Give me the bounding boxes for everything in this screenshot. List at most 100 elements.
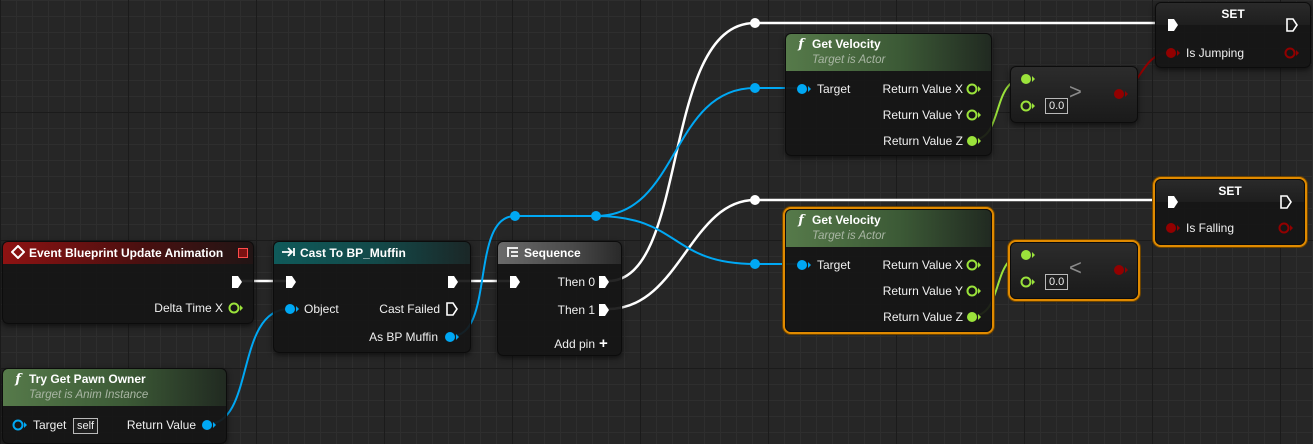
bool-in-pin[interactable] [1165, 47, 1181, 59]
try-get-pawn-owner-node[interactable]: f Try Get Pawn Owner Target is Anim Inst… [2, 368, 227, 444]
reroute-knot-object-2[interactable] [591, 211, 601, 221]
exec-in-pin[interactable] [1167, 18, 1179, 32]
set-is-falling-node[interactable]: SET Is Falling [1155, 179, 1305, 245]
return-y-label: Return Value Y [882, 284, 963, 298]
node-header: f Get Velocity Target is Actor [786, 210, 991, 247]
event-update-animation-node[interactable]: Event Blueprint Update Animation Delta T… [2, 241, 254, 324]
get-velocity-node-bottom[interactable]: f Get Velocity Target is Actor Target Re… [785, 209, 992, 332]
object-label: Object [304, 302, 339, 316]
bool-out-pin[interactable] [1113, 264, 1129, 276]
node-title: SET [1218, 184, 1242, 198]
return-x-label: Return Value X [882, 258, 964, 272]
return-value-label: Return Value [126, 418, 196, 432]
reroute-knot-exec-bottom[interactable] [750, 195, 760, 205]
compare-value-field[interactable]: 0.0 [1045, 274, 1069, 290]
then-0-exec-pin[interactable] [598, 275, 610, 289]
is-jumping-label: Is Jumping [1186, 46, 1245, 60]
float-in-pin-a[interactable] [1020, 73, 1036, 85]
function-f-icon: f [798, 213, 804, 228]
return-x-label: Return Value X [882, 82, 964, 96]
float-out-pin[interactable] [228, 302, 244, 314]
node-title: Event Blueprint Update Animation [29, 246, 224, 260]
then-1-label: Then 1 [557, 303, 595, 317]
then-1-exec-pin[interactable] [598, 303, 610, 317]
exec-in-pin[interactable] [509, 275, 521, 289]
reroute-knot-object-bottom[interactable] [750, 259, 760, 269]
node-subtitle: Target is Actor [812, 230, 886, 242]
node-title: Cast To BP_Muffin [300, 246, 406, 260]
float-in-pin-a[interactable] [1020, 249, 1036, 261]
float-in-pin-b[interactable] [1020, 100, 1036, 112]
target-in-pin[interactable] [12, 419, 28, 431]
node-header: SET [1156, 180, 1304, 202]
node-title: SET [1221, 7, 1245, 21]
node-header: Sequence [498, 242, 621, 264]
return-z-label: Return Value Z [883, 134, 963, 148]
event-diamond-icon [10, 244, 26, 261]
cast-to-bp-muffin-node[interactable]: Cast To BP_Muffin Object Cast Failed As … [273, 241, 471, 353]
delegate-pin-icon[interactable] [238, 248, 248, 258]
add-pin-label[interactable]: Add pin [554, 337, 595, 351]
target-in-pin[interactable] [796, 83, 812, 95]
reroute-knot-exec-top[interactable] [750, 18, 760, 28]
target-label: Target [33, 418, 67, 432]
object-in-pin[interactable] [284, 303, 300, 315]
target-in-pin[interactable] [796, 259, 812, 271]
less-than-node[interactable]: 0.0 < [1010, 242, 1138, 299]
then-0-label: Then 0 [557, 275, 595, 289]
add-pin-plus-icon[interactable]: + [599, 335, 608, 352]
node-title: Try Get Pawn Owner [29, 372, 146, 386]
exec-out-pin[interactable] [447, 275, 459, 289]
return-x-out-pin[interactable] [966, 83, 982, 95]
exec-wire-then0[interactable] [606, 21, 1170, 283]
bool-out-pin[interactable] [1113, 88, 1129, 100]
cast-failed-label: Cast Failed [379, 302, 440, 316]
sequence-node[interactable]: Sequence Then 0 Then 1 Add pin + [497, 241, 622, 356]
bool-in-pin[interactable] [1165, 222, 1181, 234]
compare-operator-symbol: > [1069, 79, 1082, 104]
function-f-icon: f [798, 37, 804, 52]
node-header: SET [1156, 3, 1310, 25]
get-velocity-node-top[interactable]: f Get Velocity Target is Actor Target Re… [785, 33, 992, 156]
target-label: Target [817, 258, 851, 272]
node-header: Cast To BP_Muffin [274, 242, 470, 264]
exec-wire-then1[interactable] [606, 198, 1170, 311]
exec-out-pin[interactable] [231, 275, 243, 289]
bool-out-pin[interactable] [1278, 222, 1294, 234]
return-y-out-pin[interactable] [966, 285, 982, 297]
node-title: Get Velocity [812, 37, 881, 51]
as-bp-muffin-out-pin[interactable] [444, 331, 460, 343]
exec-in-pin[interactable] [1167, 195, 1179, 209]
cast-arrow-icon [281, 245, 297, 261]
target-self-field[interactable]: self [73, 418, 99, 434]
node-title: Get Velocity [812, 213, 881, 227]
greater-than-node[interactable]: 0.0 > [1010, 66, 1138, 123]
exec-out-pin[interactable] [1280, 195, 1292, 209]
node-header: Event Blueprint Update Animation [3, 242, 253, 264]
node-title: Sequence [524, 246, 581, 260]
float-in-pin-b[interactable] [1020, 276, 1036, 288]
return-value-out-pin[interactable] [201, 419, 217, 431]
return-z-out-pin[interactable] [966, 311, 982, 323]
return-x-out-pin[interactable] [966, 259, 982, 271]
node-subtitle: Target is Anim Instance [29, 389, 149, 401]
bool-out-pin[interactable] [1284, 47, 1300, 59]
delta-time-label: Delta Time X [154, 301, 223, 315]
set-is-jumping-node[interactable]: SET Is Jumping [1155, 2, 1311, 68]
return-z-out-pin[interactable] [966, 135, 982, 147]
return-z-label: Return Value Z [883, 310, 963, 324]
object-wire-cast-velocity-bottom[interactable] [595, 215, 803, 265]
compare-value-field[interactable]: 0.0 [1045, 98, 1069, 114]
node-header: f Get Velocity Target is Actor [786, 34, 991, 71]
compare-operator-symbol: < [1069, 255, 1082, 280]
as-bp-muffin-label: As BP Muffin [369, 330, 438, 344]
target-label: Target [817, 82, 851, 96]
return-y-out-pin[interactable] [966, 109, 982, 121]
exec-in-pin[interactable] [285, 275, 297, 289]
is-falling-label: Is Falling [1186, 221, 1235, 235]
reroute-knot-object-1[interactable] [510, 211, 520, 221]
cast-failed-exec-pin[interactable] [446, 302, 458, 316]
reroute-knot-object-top[interactable] [750, 83, 760, 93]
exec-out-pin[interactable] [1286, 18, 1298, 32]
node-subtitle: Target is Actor [812, 54, 886, 66]
